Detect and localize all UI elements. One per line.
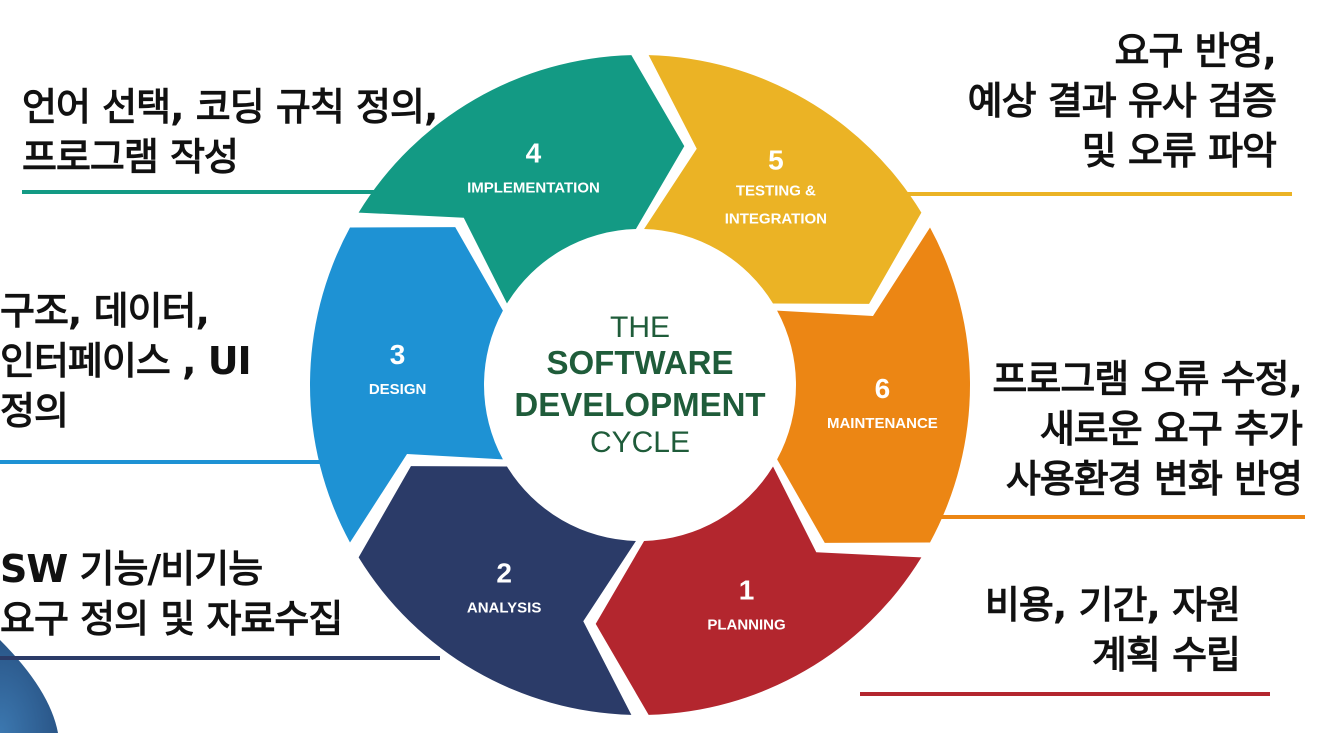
- annotation-implementation: 언어 선택, 코딩 규칙 정의, 프로그램 작성: [22, 82, 438, 182]
- segment-number: 4: [526, 138, 542, 169]
- center-title-line2: SOFTWARE: [547, 344, 734, 381]
- annotation-testing: 요구 반영, 예상 결과 유사 검증 및 오류 파악: [880, 26, 1277, 176]
- segment-2: [358, 466, 636, 715]
- rule-maintenance: [935, 515, 1305, 519]
- corner-decoration: [0, 640, 58, 733]
- segment-number: 2: [496, 557, 512, 588]
- annotation-line: 정의: [0, 389, 69, 433]
- segment-label: ANALYSIS: [467, 599, 541, 616]
- segment-number: 6: [875, 373, 891, 404]
- annotation-line: 사용환경 변화 반영: [1005, 457, 1303, 501]
- rule-analysis: [0, 656, 440, 660]
- center-disc: [488, 233, 792, 537]
- annotation-analysis: SW 기능/비기능 요구 정의 및 자료수집: [0, 544, 343, 644]
- rule-design: [0, 460, 330, 464]
- annotation-line: 인터페이스 , UI: [0, 339, 252, 383]
- segment-5: [644, 55, 922, 304]
- segment-label: TESTING &: [736, 183, 816, 200]
- annotation-line: 계획 수립: [1091, 633, 1241, 677]
- annotation-line: SW 기능/비기능: [0, 547, 263, 591]
- annotation-design: 구조, 데이터, 인터페이스 , UI 정의: [0, 286, 252, 436]
- annotation-line: 요구 정의 및 자료수집: [0, 597, 343, 641]
- segment-label: PLANNING: [707, 616, 785, 633]
- annotation-maintenance: 프로그램 오류 수정, 새로운 요구 추가 사용환경 변화 반영: [900, 354, 1303, 504]
- segment-number: 5: [768, 145, 784, 176]
- center-title-line3: DEVELOPMENT: [514, 386, 765, 423]
- annotation-line: 새로운 요구 추가: [1039, 407, 1303, 451]
- segment-label: DESIGN: [369, 381, 427, 398]
- segment-label: MAINTENANCE: [827, 415, 938, 432]
- rule-planning: [860, 692, 1270, 696]
- annotation-line: 예상 결과 유사 검증: [967, 79, 1277, 123]
- segment-label: IMPLEMENTATION: [467, 180, 600, 197]
- segment-4: [358, 55, 685, 304]
- segment-1: [595, 466, 922, 715]
- segment-label: INTEGRATION: [725, 211, 827, 228]
- annotation-line: 구조, 데이터,: [0, 289, 210, 333]
- rule-testing: [900, 192, 1292, 196]
- annotation-line: 언어 선택, 코딩 규칙 정의,: [22, 85, 438, 129]
- center-title-line4: CYCLE: [590, 426, 690, 459]
- annotation-line: 요구 반영,: [1114, 29, 1277, 73]
- annotation-line: 및 오류 파악: [1081, 129, 1277, 173]
- center-title-line1: THE: [610, 311, 670, 344]
- rule-implementation: [22, 190, 382, 194]
- annotation-planning: 비용, 기간, 자원 계획 수립: [880, 580, 1241, 680]
- segment-number: 1: [739, 574, 755, 605]
- segment-6: [777, 227, 970, 543]
- segment-number: 3: [390, 339, 406, 370]
- annotation-line: 프로그램 작성: [22, 135, 239, 179]
- segment-3: [310, 227, 503, 543]
- annotation-line: 비용, 기간, 자원: [984, 583, 1241, 627]
- annotation-line: 프로그램 오류 수정,: [992, 357, 1303, 401]
